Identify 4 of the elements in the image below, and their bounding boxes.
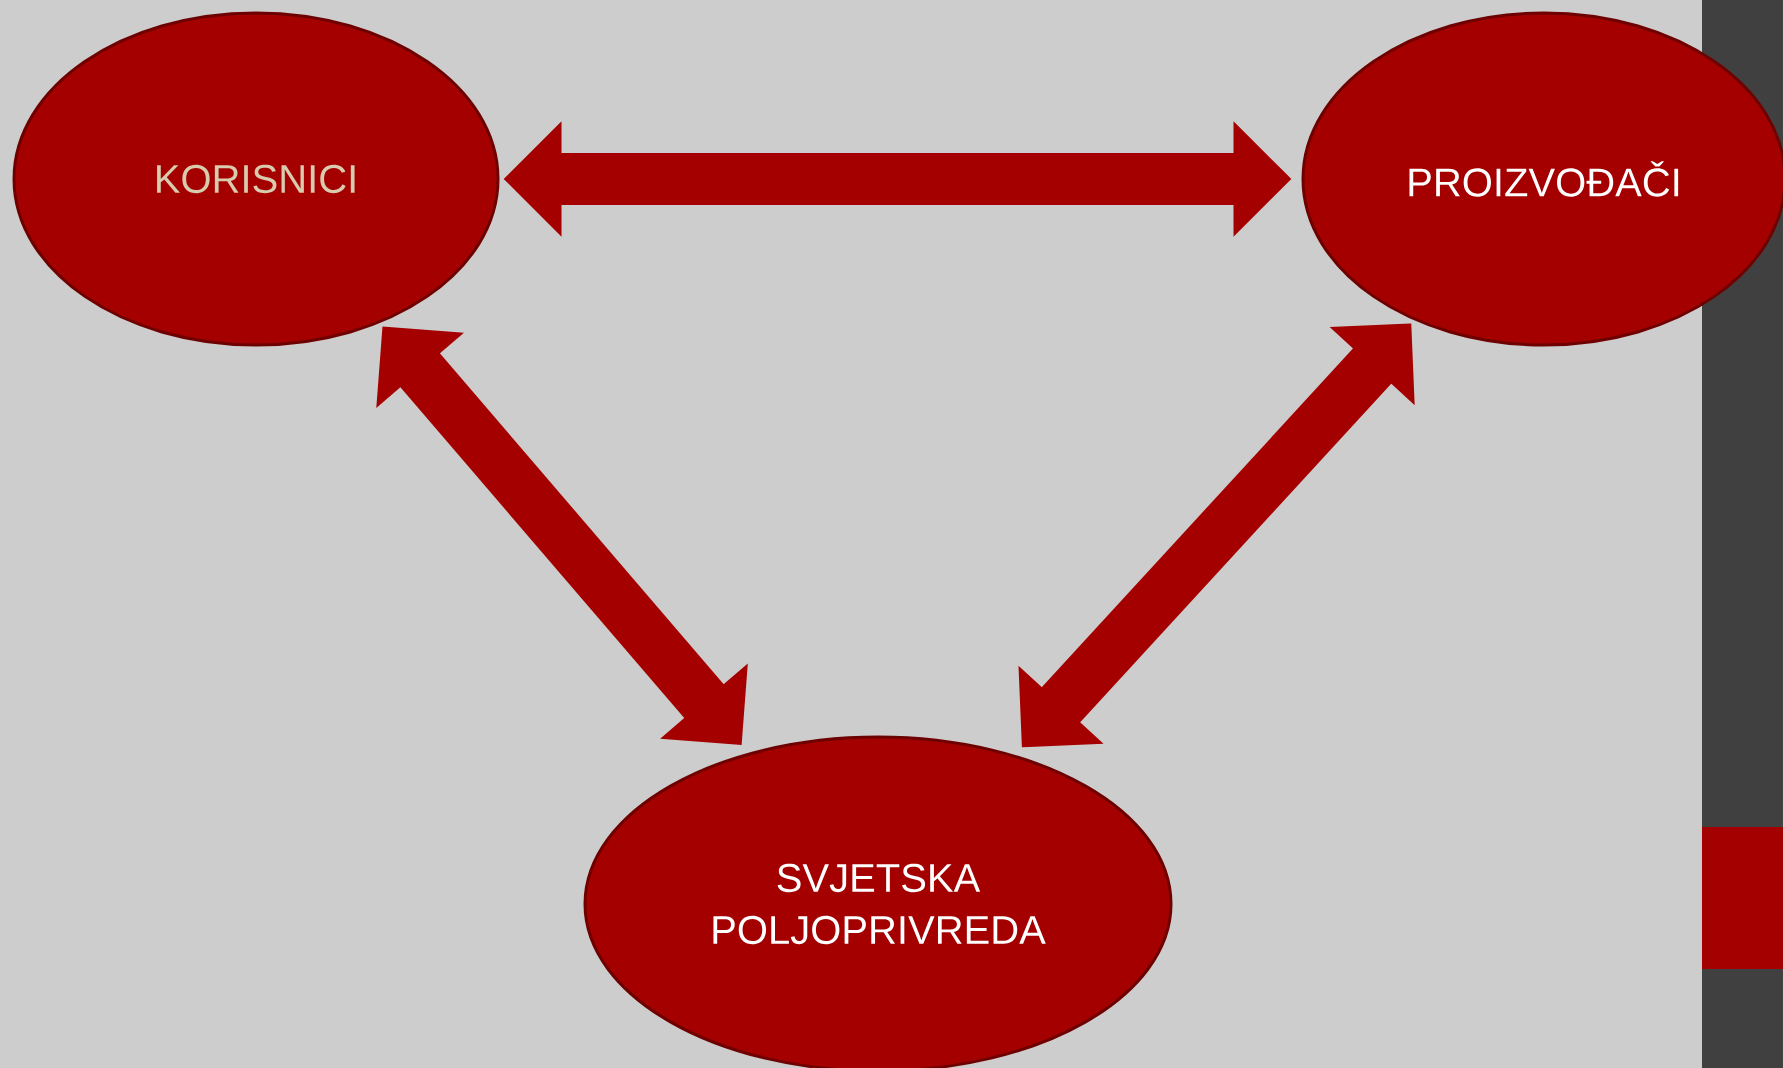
ellipse-node: KORISNICI	[12, 11, 500, 347]
ellipse-node: PROIZVOĐAČI	[1301, 11, 1783, 347]
double-arrow	[376, 326, 748, 745]
ellipse-node: SVJETSKA POLJOPRIVREDA	[583, 735, 1173, 1068]
